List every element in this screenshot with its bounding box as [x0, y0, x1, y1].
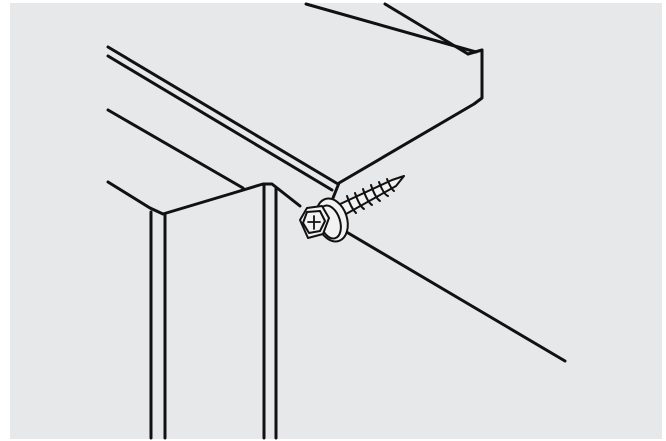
roof-panel-ridge-fold [466, 48, 484, 56]
roof-panel-rib-line-1 [106, 45, 340, 186]
screw-threads [346, 178, 395, 214]
roof-panel-lower-edge [106, 108, 245, 190]
roof-panel-rib-line-2 [106, 54, 334, 192]
screw-head-recess [307, 215, 321, 230]
hex-head-screw-with-washer-icon [299, 175, 405, 243]
roof-panel-eave-line [336, 225, 567, 363]
roof-panel [106, 2, 567, 363]
purlin-support [106, 180, 302, 440]
roof-panel-top-ridge [304, 2, 478, 54]
roof-panel-ridge-inner [383, 2, 470, 56]
roof-panel-right-edge [331, 48, 484, 200]
purlin-top-edge [106, 180, 302, 216]
screw-hex-face [302, 210, 326, 234]
